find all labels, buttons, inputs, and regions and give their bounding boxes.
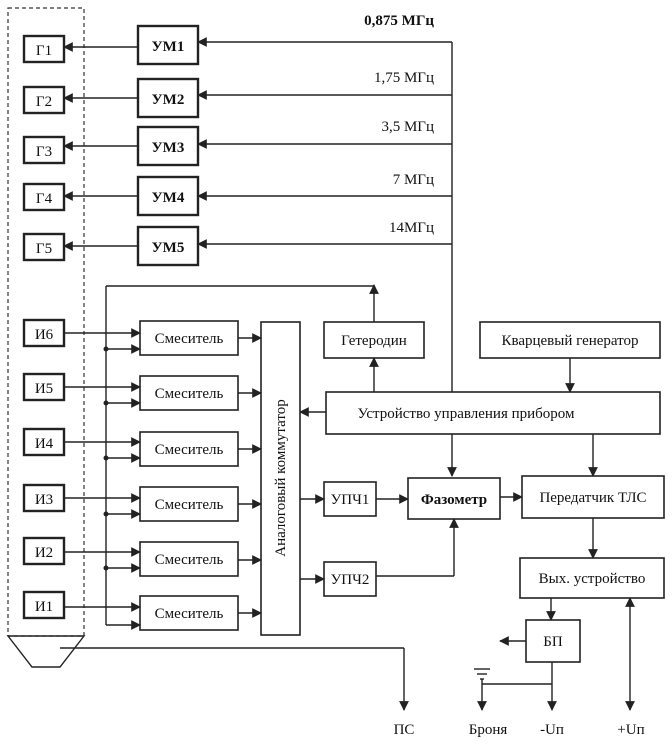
mixer-box-1 bbox=[139, 595, 239, 631]
generator-row-5: Г5 УМ5 bbox=[22, 225, 200, 267]
mixer-label-6: Смеситель bbox=[155, 331, 224, 347]
mixer-label-5: Смеситель bbox=[155, 386, 224, 402]
generator-row-1: Г1 УМ1 bbox=[22, 24, 200, 66]
terminal-label-armor: Броня bbox=[469, 722, 508, 738]
quartz-generator-label: Кварцевый генератор bbox=[501, 333, 638, 349]
generator-box-5 bbox=[22, 232, 66, 262]
probe-tip bbox=[6, 635, 86, 668]
generator-row-3: Г3 УМ3 bbox=[22, 125, 200, 167]
analog-switch-box bbox=[260, 321, 301, 636]
control-unit-label: Устройство управления прибором bbox=[358, 406, 576, 422]
receiver-box-2 bbox=[22, 536, 66, 566]
receiver-label-5: И5 bbox=[35, 381, 53, 397]
quartz-generator-box bbox=[479, 321, 661, 359]
receiver-row-6: И6 Смеситель bbox=[22, 318, 262, 356]
output-device-box bbox=[519, 557, 665, 599]
control-unit-box bbox=[325, 391, 661, 435]
amplifier-label-3: УМ3 bbox=[152, 140, 185, 156]
mixer-label-2: Смеситель bbox=[155, 552, 224, 568]
mixer-box-4 bbox=[139, 431, 239, 467]
amplifier-box-3 bbox=[136, 125, 200, 167]
receiver-row-3: И3 Смеситель bbox=[22, 483, 262, 522]
generator-row-4: Г4 УМ4 bbox=[22, 175, 200, 217]
if-amp-1-label: УПЧ1 bbox=[331, 492, 370, 508]
receiver-box-4 bbox=[22, 427, 66, 457]
mixer-box-6 bbox=[139, 320, 239, 356]
receiver-label-3: И3 bbox=[35, 492, 53, 508]
receiver-label-4: И4 bbox=[35, 436, 54, 452]
heterodyne-label: Гетеродин bbox=[341, 333, 407, 349]
junction-dot-3 bbox=[103, 511, 109, 517]
receiver-box-5 bbox=[22, 372, 66, 402]
receiver-row-4: И4 Смеситель bbox=[22, 427, 262, 467]
frequency-label-3: 3,5 МГц bbox=[381, 119, 434, 135]
generator-row-2: Г2 УМ2 bbox=[22, 77, 200, 119]
frequency-label-4: 7 МГц bbox=[393, 172, 434, 188]
if-amp-2-label: УПЧ2 bbox=[331, 572, 370, 588]
receiver-row-1: И1 Смеситель bbox=[22, 590, 262, 631]
mixer-box-3 bbox=[139, 486, 239, 522]
phasemeter-label: Фазометр bbox=[421, 492, 487, 508]
amplifier-label-2: УМ2 bbox=[152, 92, 185, 108]
generator-label-4: Г4 bbox=[36, 191, 53, 207]
receiver-label-2: И2 bbox=[35, 545, 53, 561]
junction-dot-5 bbox=[103, 400, 109, 406]
amplifier-label-1: УМ1 bbox=[152, 39, 185, 55]
output-device-label: Вых. устройство bbox=[539, 571, 646, 587]
terminal-label-plus-u: +Uп bbox=[617, 722, 644, 738]
mixer-label-3: Смеситель bbox=[155, 497, 224, 513]
receiver-row-5: И5 Смеситель bbox=[22, 372, 262, 411]
generator-label-3: Г3 bbox=[36, 144, 52, 160]
receiver-box-1 bbox=[22, 590, 66, 620]
power-supply-label: БП bbox=[543, 634, 563, 650]
transmitter-box bbox=[521, 475, 665, 519]
receiver-label-1: И1 bbox=[35, 599, 53, 615]
analog-switch-label: Аналоговый коммутатор bbox=[273, 399, 289, 556]
receiver-label-6: И6 bbox=[35, 327, 54, 343]
receiver-row-2: И2 Смеситель bbox=[22, 536, 262, 577]
amplifier-label-4: УМ4 bbox=[152, 190, 185, 206]
if-amp-1-box bbox=[323, 481, 377, 517]
transmitter-label: Передатчик ТЛС bbox=[539, 490, 646, 506]
mixer-box-2 bbox=[139, 541, 239, 577]
if-amp-2-box bbox=[323, 561, 377, 597]
frequency-label-2: 1,75 МГц bbox=[374, 70, 434, 86]
receiver-box-6 bbox=[22, 318, 66, 348]
junction-dot-2 bbox=[103, 565, 109, 571]
terminal-label-ps: ПС bbox=[394, 722, 415, 738]
amplifier-label-5: УМ5 bbox=[152, 240, 185, 256]
frequency-label-5: 14МГц bbox=[389, 220, 434, 236]
mixer-label-4: Смеситель bbox=[155, 442, 224, 458]
frequency-label-1: 0,875 МГц bbox=[364, 13, 434, 29]
generator-label-2: Г2 bbox=[36, 94, 52, 110]
generator-box-2 bbox=[22, 85, 66, 115]
amplifier-box-5 bbox=[136, 225, 200, 267]
terminal-label-minus-u: -Uп bbox=[540, 722, 564, 738]
generator-label-5: Г5 bbox=[36, 241, 52, 257]
junction-dot-4 bbox=[103, 455, 109, 461]
junction-dot-6 bbox=[103, 346, 109, 352]
ground-icon bbox=[474, 668, 490, 684]
generator-label-1: Г1 bbox=[36, 43, 52, 59]
mixer-label-1: Смеситель bbox=[155, 606, 224, 622]
phasemeter-box bbox=[407, 477, 501, 520]
